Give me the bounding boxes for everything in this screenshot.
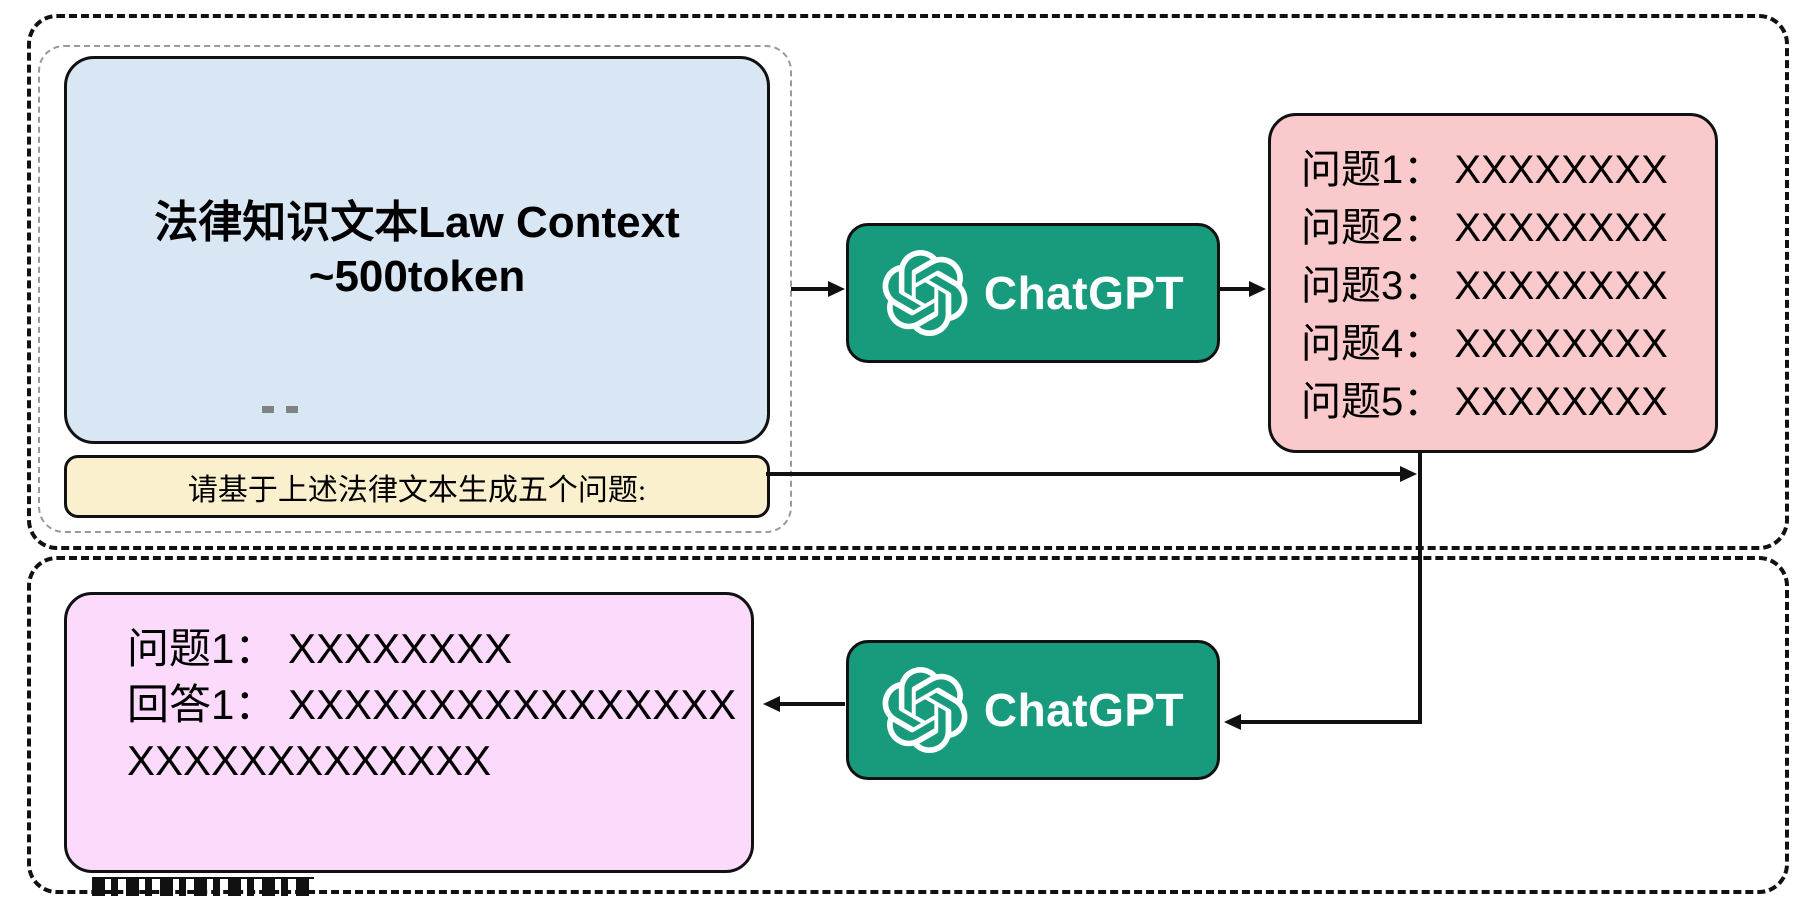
stage2-container [27, 556, 1789, 894]
question-line-4: 问题4： XXXXXXXX [1301, 322, 1668, 366]
question-line-5: 问题5： XXXXXXXX [1301, 380, 1668, 424]
law-context-title: 法律知识文本Law Context [154, 196, 680, 250]
qa-line-2: 回答1： XXXXXXXXXXXXXXXX [127, 681, 737, 728]
chatgpt-label: ChatGPT [983, 684, 1185, 736]
question-line-1: 问题1： XXXXXXXX [1301, 148, 1668, 192]
stage1-container [27, 14, 1789, 550]
questions-box: 问题1： XXXXXXXX 问题2： XXXXXXXX 问题3： XXXXXXX… [1268, 113, 1718, 453]
prompt-text: 请基于上述法律文本生成五个问题: [187, 473, 647, 507]
law-context-title-cn: 法律知识文本 [154, 198, 419, 247]
law-context-subtitle: ~500token [308, 252, 526, 301]
law-context-title-en: Law Context [418, 198, 680, 247]
smudge-artifact [262, 406, 308, 413]
question-line-3: 问题3： XXXXXXXX [1301, 264, 1668, 308]
openai-logo-icon [882, 250, 968, 336]
chatgpt-label: ChatGPT [983, 267, 1185, 319]
chatgpt-box-answer: ChatGPT [846, 640, 1220, 780]
prompt-box: 请基于上述法律文本生成五个问题: [64, 455, 770, 518]
law-context-box: 法律知识文本Law Context ~500token [64, 56, 770, 444]
openai-logo-icon [882, 667, 968, 753]
qa-box: 问题1： XXXXXXXX 回答1： XXXXXXXXXXXXXXXX XXXX… [64, 592, 754, 873]
chatgpt-box-generate: ChatGPT [846, 223, 1220, 363]
clipped-text-artifact [92, 877, 314, 896]
qa-line-1: 问题1： XXXXXXXX [127, 625, 513, 672]
qa-line-3: XXXXXXXXXXXXX [127, 737, 492, 784]
question-line-2: 问题2： XXXXXXXX [1301, 206, 1668, 250]
